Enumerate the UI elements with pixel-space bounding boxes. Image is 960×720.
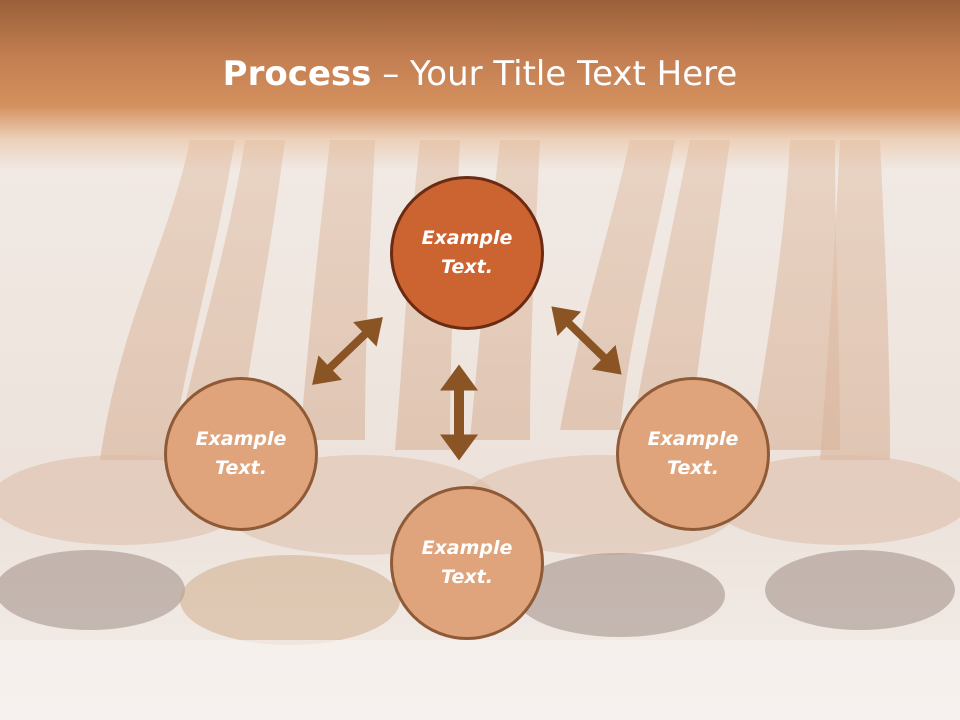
node-bottom[interactable]: Example Text. [390,486,544,640]
node-left[interactable]: Example Text. [164,377,318,531]
arrow-vertical[interactable] [440,364,478,461]
node-top-text: Example Text. [421,227,513,278]
title-bold-part: Process [222,54,372,94]
title-dash: – [371,54,411,94]
title-banner [0,0,960,170]
title-rest: Your Title Text Here [410,54,738,94]
node-right[interactable]: Example Text. [616,377,770,531]
slide-title[interactable]: Process – Your Title Text Here [0,52,960,96]
node-bottom-text: Example Text. [421,537,513,588]
node-top[interactable]: Example Text. [390,176,544,330]
node-left-text: Example Text. [195,428,287,479]
arrow-top-right[interactable] [540,294,634,387]
arrow-top-left[interactable] [300,305,394,397]
node-right-text: Example Text. [647,428,739,479]
